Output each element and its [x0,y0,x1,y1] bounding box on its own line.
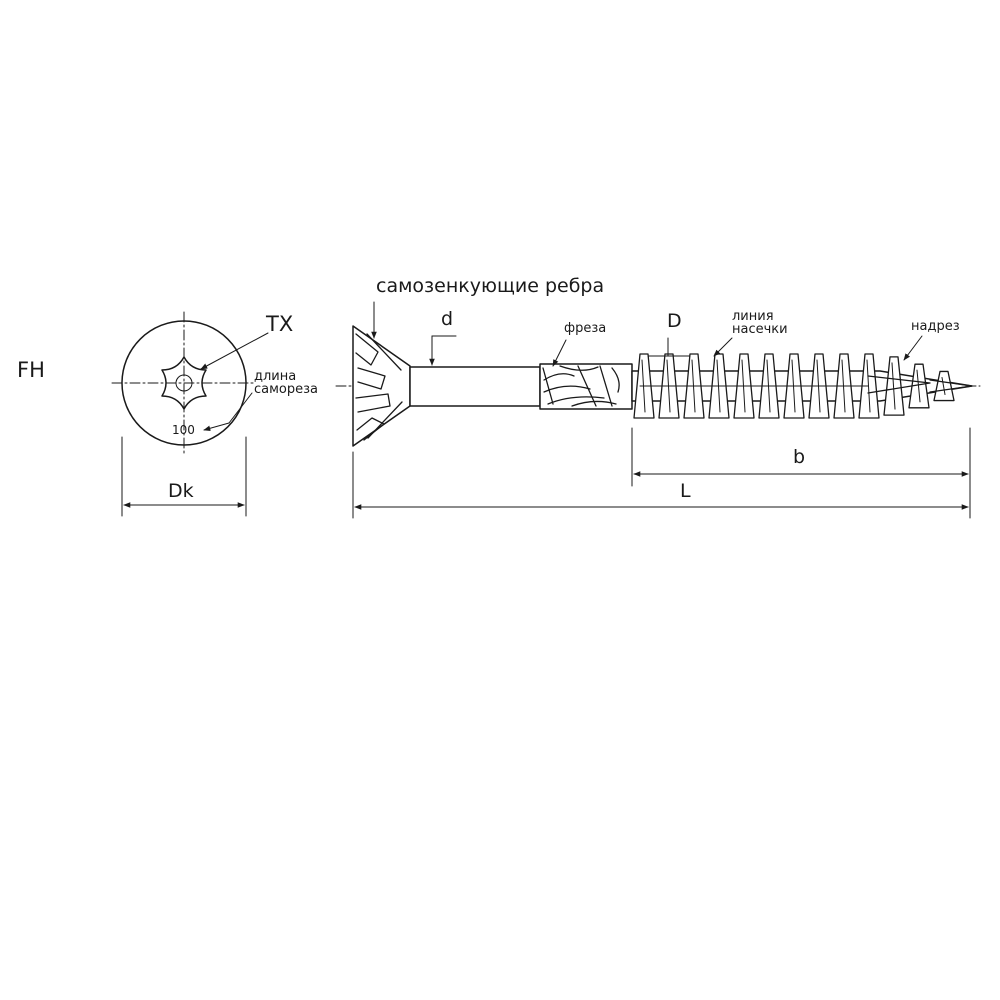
tip-notch [867,375,931,394]
knurl-line-label-line1: линия [732,309,774,324]
countersink-ribs [355,333,403,441]
length-callout-leader-line-end [203,422,230,431]
thread-length-label: b [793,446,806,468]
tip-notch-label: надрез [911,319,960,334]
screw-side-view [335,301,981,519]
length-callout-line2: самореза [254,382,319,397]
total-length-label: L [680,480,691,502]
length-callout-line1: длина [254,369,297,384]
countersink-ribs-label: самозенкующие ребра [376,275,605,297]
head-diameter-label: Dk [168,480,194,502]
smooth-shank [409,366,541,407]
variant-label: FH [17,358,45,382]
length-marking-label: 100 [172,423,195,437]
milling-leader-line [552,339,567,367]
screw-head-end-view [111,311,269,517]
torx-drive-recess-icon [161,356,207,410]
knurl-line-label-line2: насечки [732,322,788,337]
tip-point [929,379,973,393]
thread-crests [633,353,955,419]
knurl-line-label: линия насечки [732,310,788,336]
thread-crest-shading [941,376,946,396]
notch-leader-line [903,335,923,361]
length-callout-label: длина самореза [254,370,318,396]
thread-crest-shading [916,369,921,403]
torx-inner-circle [175,374,193,392]
thread-diameter-label: D [667,310,682,332]
shank-diameter-label: d [441,308,454,330]
length-callout-leader-line [228,392,253,424]
tx-leader-line [200,332,269,370]
thread-crest-shading [891,362,896,410]
milling-label: фреза [564,321,607,336]
milling-flutes [542,365,620,407]
drive-type-label: TX [266,312,294,336]
knurl-leader-line [713,337,733,357]
